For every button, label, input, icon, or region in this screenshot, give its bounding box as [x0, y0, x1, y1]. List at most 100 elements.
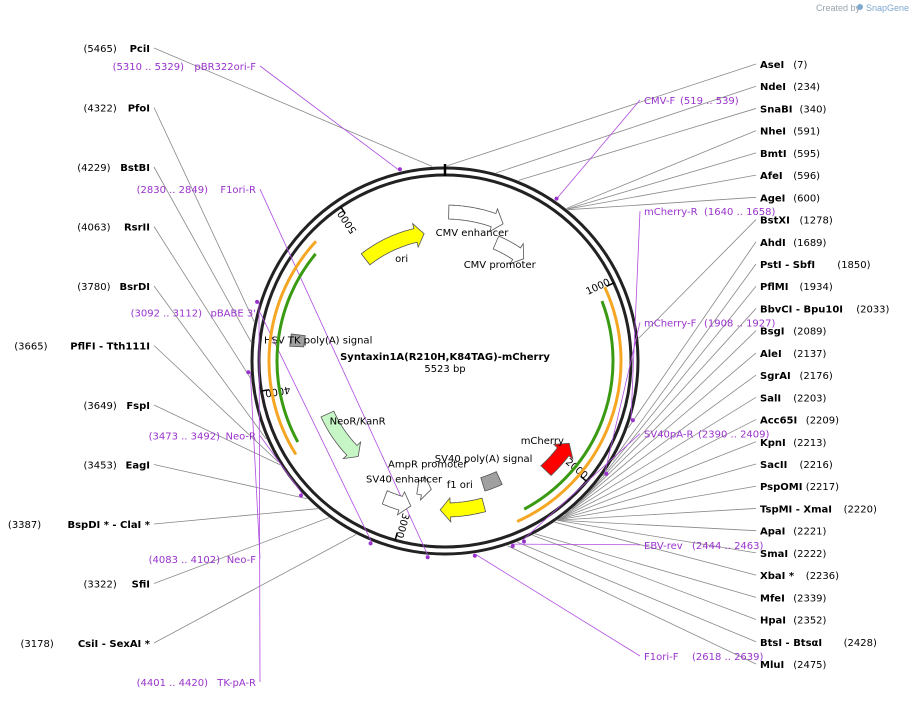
enzymes_right-leader-0: [446, 63, 757, 167]
enzymes_left-position: (3780): [77, 282, 110, 293]
primer-name: mCherry-F: [644, 318, 697, 329]
primer-name: pBR322ori-F: [194, 62, 256, 73]
enzymes_right-position: (1934): [800, 282, 833, 293]
primer-name: TK-pA-R: [216, 678, 256, 689]
enzymes_right-label-afei: AfeI(596): [760, 171, 820, 182]
enzymes_left-position: (5465): [84, 44, 117, 55]
enzymes_right-position: (2475): [793, 660, 826, 671]
primer-position: (4401 .. 4420): [137, 678, 209, 689]
enzymes_left-name: PfoI: [128, 104, 150, 115]
primer-position: (1908 .. 1927): [704, 318, 776, 329]
primer-leader-3: [604, 322, 641, 473]
enzymes_right-label-hpai: HpaI(2352): [760, 616, 827, 627]
enzymes_right-position: (2220): [844, 504, 877, 515]
enzymes_right-leader-26: [517, 541, 757, 643]
enzymes_left-leader-1: [153, 107, 255, 322]
enzymes_right-position: (1689): [793, 238, 826, 249]
enzymes_left-position: (3453): [84, 461, 117, 472]
feature-ori: [360, 222, 425, 266]
enzymes_right-position: (234): [793, 82, 820, 93]
enzymes_left-leader-5: [153, 345, 279, 463]
enzymes_right-position: (2339): [793, 593, 826, 604]
enzymes_right-name: PspOMI: [760, 482, 802, 493]
primer-position: (2444 .. 2463): [692, 541, 764, 552]
enzymes_right-leader-19: [558, 485, 757, 521]
enzymes_right-position: (2137): [793, 349, 826, 360]
plasmid-name: Syntaxin1A(R210H,K84TAG)-mCherry: [340, 352, 550, 363]
primer-position: (2390 .. 2409): [698, 430, 770, 441]
enzymes_right-position: (596): [793, 171, 820, 182]
enzymes_right-label-btsi-bts-i: BtsI - BtsαI(2428): [760, 638, 877, 649]
enzymes_right-label-xbai: XbaI *(2236): [760, 571, 839, 582]
enzymes_right-leader-11: [588, 308, 757, 494]
feature-band-0: [516, 286, 623, 523]
primer-leader-4: [522, 433, 641, 540]
primer-label-mcherry-f: mCherry-F (1908 .. 1927): [644, 318, 776, 329]
enzymes_left-leader-10: [153, 534, 357, 644]
primer-label-neo-r: Neo-R(3473 .. 3492): [149, 432, 256, 443]
snapgene-text: SnapGene: [866, 3, 909, 13]
enzymes_right-position: (591): [793, 127, 820, 138]
enzymes_right-position: (2428): [844, 638, 877, 649]
enzymes_right-name: AgeI: [760, 193, 785, 204]
enzymes_right-label-snabi: SnaBI(340): [760, 104, 826, 115]
enzymes_right-name: SacII: [760, 460, 787, 471]
enzymes_right-position: (2203): [793, 393, 826, 404]
primer-leader-10: [249, 372, 261, 559]
enzymes_right-leader-12: [579, 330, 757, 502]
primer-leader-6: [474, 553, 641, 657]
enzymes_left-position: (3387): [8, 520, 41, 531]
feature-band-2: [267, 240, 318, 456]
enzymes_right-label-pflmi: PflMI(1934): [760, 282, 833, 293]
feature-label-hsv-tk-poly-a-signal: HSV TK poly(A) signal: [264, 336, 372, 347]
enzymes_right-leader-1: [496, 85, 757, 174]
enzymes_left-position: (3665): [14, 342, 47, 353]
feature-band-3: [275, 252, 317, 443]
enzymes_left-name: EagI: [126, 461, 150, 472]
tick-mark-1000: [606, 282, 615, 287]
enzymes_left-leader-3: [153, 226, 252, 379]
feature-ampr-promoter: [416, 475, 432, 502]
primer-site-mark-9: [299, 493, 304, 498]
primer-position: (2830 .. 2849): [137, 185, 209, 196]
enzymes_right-position: (2217): [806, 482, 839, 493]
feature-mcherry: [540, 442, 574, 477]
enzymes_left-label-eagi: EagI (3453): [84, 461, 150, 472]
primer-leader-0: [259, 65, 401, 172]
primer-label-f1ori-r: F1ori-R(2830 .. 2849): [137, 185, 256, 196]
enzymes_right-leader-16: [559, 419, 757, 520]
enzymes_left-name: FspI: [126, 401, 150, 412]
enzymes_left-leader-9: [153, 517, 330, 584]
primer-name: EBV-rev: [644, 541, 683, 552]
enzymes_left-leader-4: [153, 285, 267, 440]
enzymes_right-leader-7: [638, 219, 757, 339]
feature-sv40-enhancer: [381, 490, 412, 516]
enzymes_right-leader-14: [565, 374, 757, 515]
snapgene-logo-icon: [857, 4, 863, 10]
enzymes_right-position: (2216): [800, 460, 833, 471]
enzymes_left-label-pfoi: PfoI(4322): [84, 104, 150, 115]
tick-label-5000: 5000: [336, 208, 359, 235]
enzymes_right-name: BbvCI - Bpu10I: [760, 304, 843, 315]
primer-label-mcherry-r: mCherry-R(1640 .. 1658): [644, 207, 776, 218]
tick-mark-4000: [261, 388, 270, 392]
enzymes_right-name: AseI: [760, 60, 784, 71]
enzymes_right-label-sali: SalI(2203): [760, 393, 827, 404]
enzymes_right-name: BsgI: [760, 327, 784, 338]
primer-position: (3092 .. 3112): [131, 308, 203, 319]
enzymes_right-name: Acc65I: [760, 416, 797, 427]
enzymes_right-position: (7): [793, 60, 807, 71]
primer-position: (3473 .. 3492): [149, 432, 221, 443]
primer-name: SV40pA-R: [644, 430, 693, 441]
enzymes_right-label-agei: AgeI(600): [760, 193, 820, 204]
enzymes_right-name: PstI - SbfI: [760, 260, 815, 271]
enzymes_left-label-fspi: FspI(3649): [84, 401, 150, 412]
primer-site-mark-2: [630, 418, 635, 423]
enzymes_right-position: (2033): [856, 304, 889, 315]
enzymes_right-name: BmtI: [760, 149, 787, 160]
feature-label-sv40-enhancer: SV40 enhancer: [366, 474, 443, 485]
feature-label-cmv-promoter: CMV promoter: [464, 260, 537, 271]
enzymes_right-position: (2176): [800, 371, 833, 382]
enzymes_right-label-psti-sbfi: PstI - SbfI(1850): [760, 260, 871, 271]
